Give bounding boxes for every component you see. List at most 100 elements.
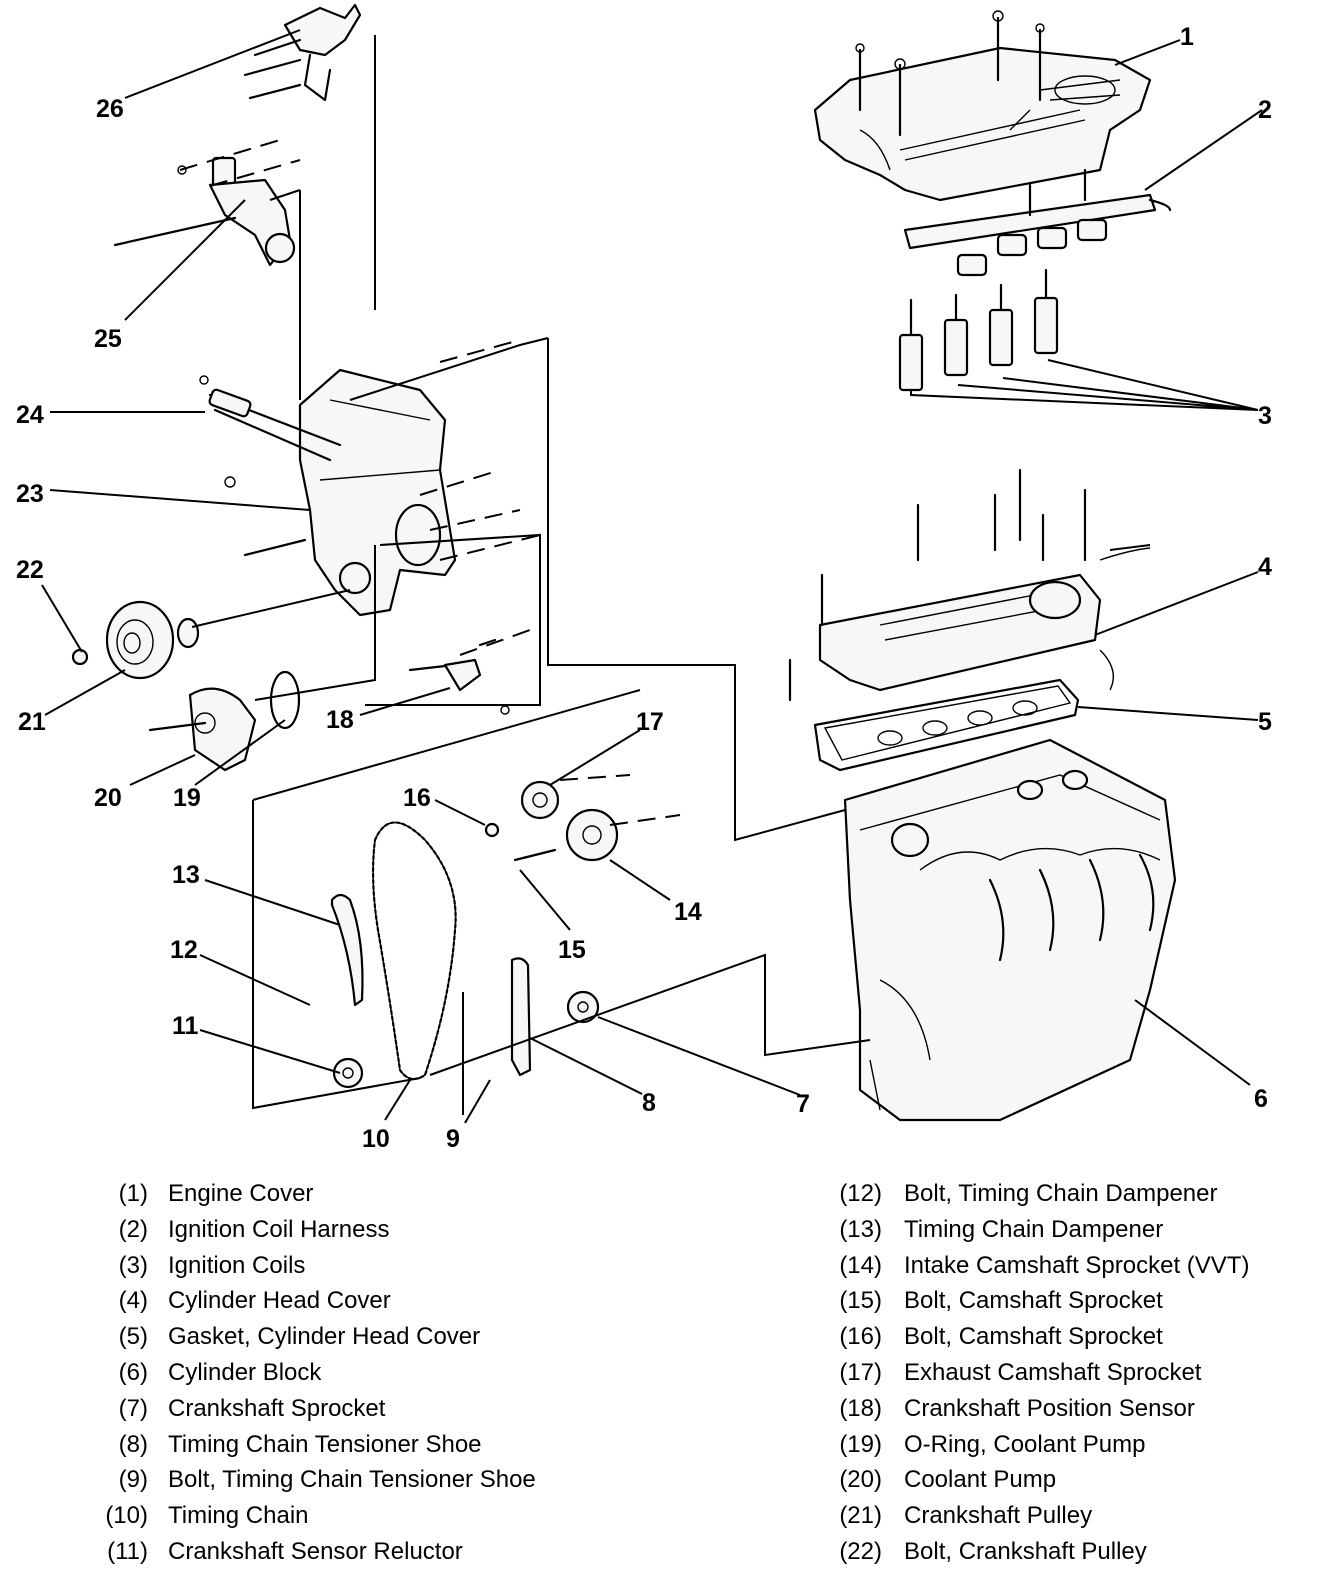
assembly-reference-lines [179,35,1151,1115]
legend-number: (12) [839,1180,882,1207]
legend-number: (6) [118,1358,148,1386]
legend-item: (19) O-Ring, Coolant Pump [832,1427,1249,1463]
callout-5: 5 [1258,708,1272,736]
legend-item: (3)Ignition Coils [98,1248,536,1284]
legend-label: Engine Cover [168,1180,314,1207]
legend-item: (9)Bolt, Timing Chain Tensioner Shoe [98,1462,536,1498]
callout-9: 9 [446,1125,460,1153]
legend-label: Crankshaft Sprocket [168,1394,386,1422]
callout-14: 14 [674,898,702,926]
legend-item: (21) Crankshaft Pulley [832,1498,1249,1534]
legend-number: (13) [839,1215,882,1243]
callout-7: 7 [796,1090,810,1118]
callout-17: 17 [636,708,664,736]
legend-label: Cylinder Block [168,1358,322,1386]
legend-number: (22) [839,1537,882,1565]
legend-item: (20) Coolant Pump [832,1462,1249,1498]
timing-chain-drawing [371,821,457,1081]
callout-11: 11 [172,1012,199,1040]
legend-item: (6) Cylinder Block [98,1355,536,1391]
callout-10: 10 [362,1125,390,1153]
legend-label: Coolant Pump [904,1466,1057,1494]
legend-number: (18) [839,1394,882,1422]
ignition-coil-harness-drawing [903,168,1172,277]
legend-label: Bolt, Timing Chain Dampener [904,1180,1218,1207]
legend-number: (11) [107,1537,148,1565]
callout-23: 23 [16,480,44,508]
timing-chain-dampener-drawing [330,893,364,1007]
engine-cover-drawing [813,10,1152,202]
rod-and-bolts-drawing [199,375,342,557]
callout-leaders [41,29,1263,1124]
legend-label: Timing Chain Dampener [904,1215,1164,1243]
legend-label: Crankshaft Pulley [904,1502,1093,1530]
cylinder-head-cover-gasket-drawing [813,678,1080,772]
callout-19: 19 [173,784,201,812]
coolant-pump-drawing [148,670,301,772]
legend-item: (10) Timing Chain [98,1498,536,1534]
callout-6: 6 [1254,1085,1268,1113]
legend-label: Bolt, Camshaft Sprocket [904,1323,1163,1351]
ignition-coils-drawing [898,268,1059,392]
legend-label: Crankshaft Sensor Reluctor [168,1537,463,1565]
callout-24: 24 [16,401,44,429]
legend-label: Bolt, Camshaft Sprocket [904,1287,1163,1315]
callout-22: 22 [16,556,44,584]
legend-number: (8) [118,1430,148,1458]
timing-cover-drawing [298,368,457,617]
legend-item: (14) Intake Camshaft Sprocket (VVT) [832,1248,1249,1284]
callout-18: 18 [326,706,354,734]
legend-label: Gasket, Cylinder Head Cover [168,1323,481,1351]
legend-label: Cylinder Head Cover [168,1287,391,1315]
callout-1: 1 [1180,23,1194,51]
tensioner-shoe-drawing [510,957,532,1077]
callout-21: 21 [18,708,46,736]
parts-legend-right: (12) Bolt, Timing Chain Dampener (13) Timi… [832,1176,1249,1570]
callout-12: 12 [170,936,198,964]
legend-label: Ignition Coil Harness [168,1215,390,1243]
legend-item: (2)Ignition Coil Harness [98,1212,536,1248]
callout-8: 8 [642,1089,656,1117]
engine-exploded-view-diagram: 1 2 3 4 5 6 7 8 9 10 11 12 13 14 15 16 1… [16,3,1272,1153]
crankshaft-pulley-drawing [71,600,200,680]
legend-number: (10) [105,1502,148,1530]
legend-number: (16) [839,1323,882,1351]
legend-number: (1) [118,1180,148,1207]
legend-number: (14) [839,1251,882,1279]
legend-item: (1) Engine Cover [98,1176,536,1212]
crankshaft-sprocket-drawing [566,990,600,1024]
cylinder-head-cover-drawing [788,468,1151,702]
legend-label: Timing Chain [168,1502,309,1530]
camshaft-sprockets-drawing [484,780,619,862]
legend-item: (18)Crankshaft Position Sensor [832,1391,1249,1427]
parts-legend-left: (1) Engine Cover (2)Ignition Coil Harness… [98,1176,536,1570]
legend-number: (21) [839,1502,882,1530]
legend-item: (17) Exhaust Camshaft Sprocket [832,1355,1249,1391]
callout-3: 3 [1258,402,1272,430]
crankshaft-position-sensor-drawing [408,638,510,715]
legend-label: O-Ring, Coolant Pump [904,1430,1146,1458]
crankshaft-sensor-reluctor-drawing [332,1057,364,1089]
callout-4: 4 [1258,553,1272,581]
idler-bracket-drawing [113,156,296,267]
legend-label: Timing Chain Tensioner Shoe [168,1430,482,1458]
legend-number: (17) [839,1358,882,1386]
legend-item: (22)Bolt, Crankshaft Pulley [832,1534,1249,1570]
legend-number: (19) [839,1430,882,1458]
legend-label: Bolt, Timing Chain Tensioner Shoe [168,1466,536,1494]
legend-number: (5) [118,1323,148,1351]
legend-item: (15) Bolt, Camshaft Sprocket [832,1283,1249,1319]
callout-26: 26 [96,95,124,123]
legend-number: (3) [118,1251,148,1279]
callout-15: 15 [558,936,586,964]
legend-number: (20) [839,1466,882,1494]
legend-label: Exhaust Camshaft Sprocket [904,1358,1202,1386]
legend-item: (7) Crankshaft Sprocket [98,1391,536,1427]
callout-16: 16 [403,784,431,812]
legend-item: (5) Gasket, Cylinder Head Cover [98,1319,536,1355]
callout-2: 2 [1258,96,1272,124]
cylinder-block-drawing [843,738,1177,1122]
legend-number: (15) [839,1287,882,1315]
legend-label: Intake Camshaft Sprocket (VVT) [904,1251,1250,1279]
legend-number: (7) [118,1394,148,1422]
